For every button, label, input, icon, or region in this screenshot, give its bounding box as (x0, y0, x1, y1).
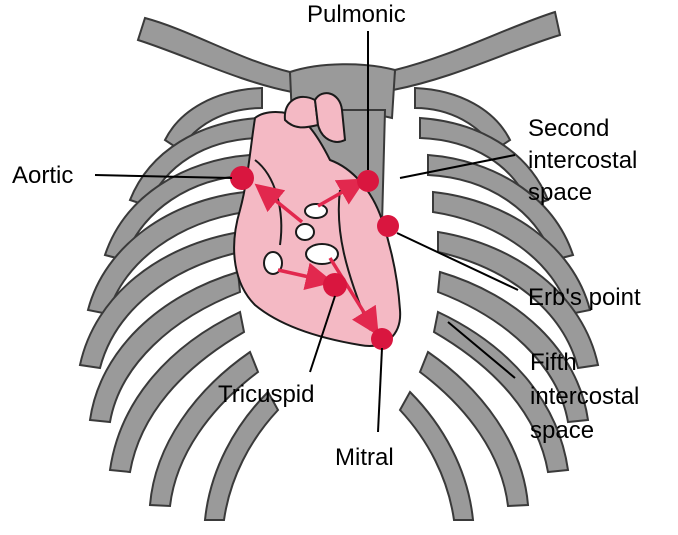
label-fifth-intercostal-line-2: intercostal (530, 383, 639, 410)
erbs-point (377, 215, 399, 237)
label-second-intercostal-line-3: space (528, 179, 592, 206)
pulmonic-point (357, 170, 379, 192)
aortic-point (230, 166, 254, 190)
label-fifth-intercostal-line-3: space (530, 417, 594, 444)
valve-pulmonic (296, 224, 314, 240)
left-clavicle (138, 18, 292, 92)
label-mitral: Mitral (335, 444, 394, 471)
leader-fifth-intercostal (448, 322, 515, 378)
label-second-intercostal-line-2: intercostal (528, 147, 637, 174)
tricuspid-point (323, 273, 347, 297)
leader-mitral (378, 348, 382, 432)
aorta (285, 97, 318, 128)
mitral-point (371, 328, 393, 350)
label-fifth-intercostal-line-1: Fifth (530, 349, 577, 376)
label-aortic: Aortic (12, 162, 73, 189)
label-second-intercostal: Second intercostal space (528, 115, 644, 206)
label-second-intercostal-line-1: Second (528, 115, 609, 142)
label-erbs-point: Erb's point (528, 284, 641, 311)
valve-aortic (305, 204, 327, 218)
right-clavicle (393, 12, 560, 90)
label-pulmonic: Pulmonic (307, 1, 406, 28)
label-tricuspid: Tricuspid (218, 381, 314, 408)
